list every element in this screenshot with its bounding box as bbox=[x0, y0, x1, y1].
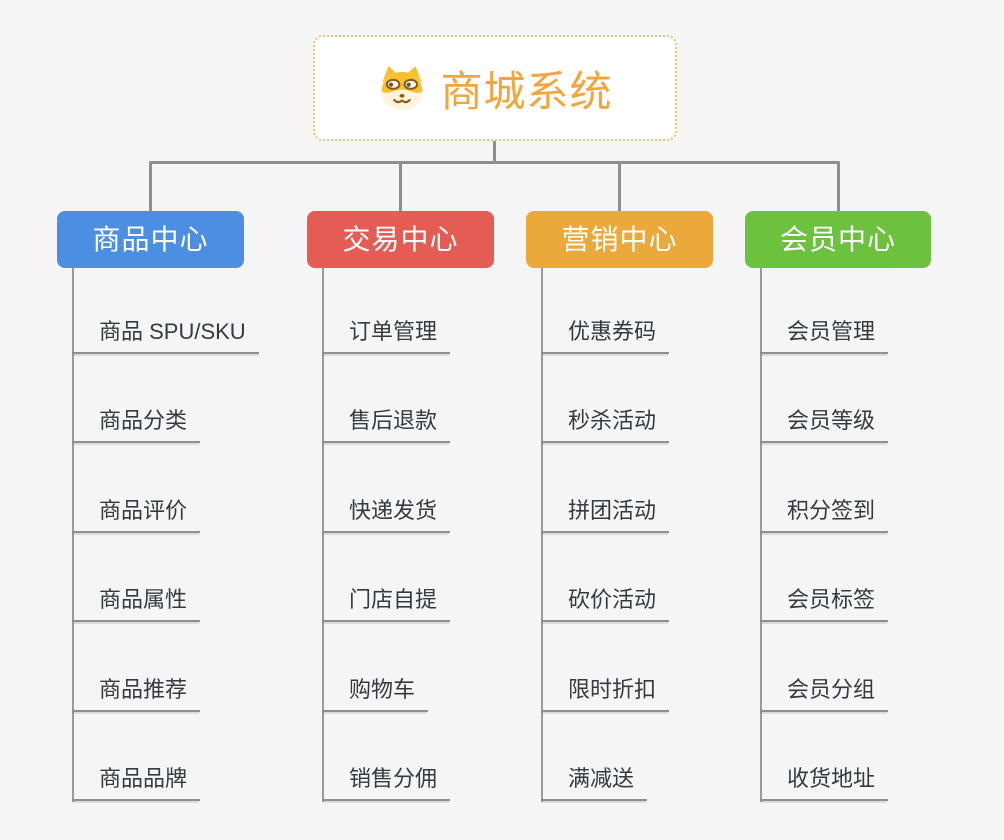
connector-branch-drop bbox=[837, 163, 840, 211]
leaf-node[interactable]: 商品 SPU/SKU bbox=[72, 317, 259, 354]
leaf-node[interactable]: 售后退款 bbox=[322, 406, 451, 443]
leaf-node[interactable]: 商品评价 bbox=[72, 496, 201, 533]
branch-spine bbox=[541, 268, 543, 802]
connector-branch-drop bbox=[149, 163, 152, 211]
leaf-node[interactable]: 秒杀活动 bbox=[541, 406, 670, 443]
connector-branch-drop bbox=[399, 163, 402, 211]
leaf-node[interactable]: 积分签到 bbox=[760, 496, 889, 533]
leaf-node[interactable]: 商品品牌 bbox=[72, 764, 201, 801]
leaf-node[interactable]: 门店自提 bbox=[322, 585, 451, 622]
leaf-node[interactable]: 满减送 bbox=[541, 764, 648, 801]
leaf-node[interactable]: 快递发货 bbox=[322, 496, 451, 533]
leaf-node[interactable]: 砍价活动 bbox=[541, 585, 670, 622]
leaf-node[interactable]: 收货地址 bbox=[760, 764, 889, 801]
branch-member-center[interactable]: 会员中心 bbox=[745, 211, 931, 268]
leaf-node[interactable]: 优惠券码 bbox=[541, 317, 670, 354]
branch-trade-center[interactable]: 交易中心 bbox=[307, 211, 494, 268]
doge-icon bbox=[381, 66, 424, 111]
root-title: 商城系统 bbox=[440, 67, 613, 115]
leaf-node[interactable]: 销售分佣 bbox=[322, 764, 451, 801]
root-node[interactable]: 商城系统 bbox=[313, 35, 677, 141]
leaf-node[interactable]: 会员管理 bbox=[760, 317, 889, 354]
connector-root-stem bbox=[493, 140, 496, 163]
connector-rail bbox=[149, 161, 840, 164]
leaf-node[interactable]: 订单管理 bbox=[322, 317, 451, 354]
branch-marketing-center[interactable]: 营销中心 bbox=[526, 211, 713, 268]
connector-branch-drop bbox=[618, 163, 621, 211]
leaf-node[interactable]: 商品推荐 bbox=[72, 675, 201, 712]
leaf-node[interactable]: 购物车 bbox=[322, 675, 429, 712]
leaf-node[interactable]: 会员标签 bbox=[760, 585, 889, 622]
leaf-node[interactable]: 商品属性 bbox=[72, 585, 201, 622]
leaf-node[interactable]: 会员等级 bbox=[760, 406, 889, 443]
branch-product-center[interactable]: 商品中心 bbox=[57, 211, 244, 268]
leaf-node[interactable]: 会员分组 bbox=[760, 675, 889, 712]
leaf-node[interactable]: 限时折扣 bbox=[541, 675, 670, 712]
leaf-node[interactable]: 拼团活动 bbox=[541, 496, 670, 533]
branch-spine bbox=[760, 268, 762, 802]
branch-spine bbox=[322, 268, 324, 802]
branch-spine bbox=[72, 268, 74, 802]
leaf-node[interactable]: 商品分类 bbox=[72, 406, 201, 443]
